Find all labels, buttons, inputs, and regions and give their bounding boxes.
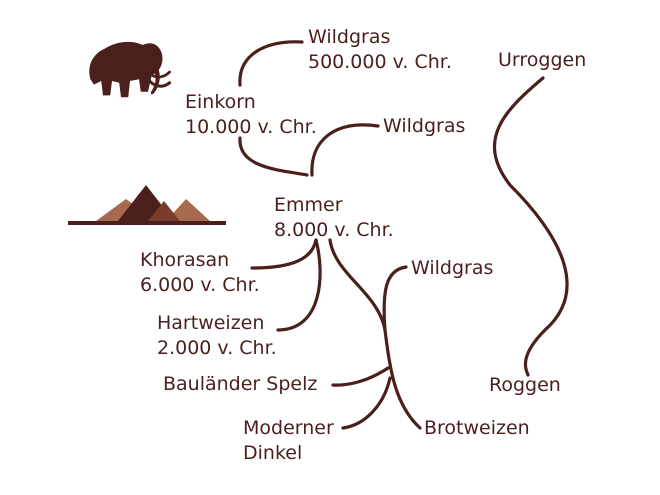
line-emmer-hartweizen: [276, 238, 322, 332]
node-hartweizen: Hartweizen 2.000 v. Chr.: [157, 312, 277, 359]
line-emmer-khorasan: [250, 238, 318, 270]
node-khorasan: Khorasan 6.000 v. Chr.: [140, 249, 260, 296]
line-wildgras-cross: [382, 265, 408, 332]
node-roggen: Roggen: [489, 374, 561, 396]
line-urroggen-roggen: [492, 76, 569, 377]
node-wildgras-mid: Wildgras: [383, 115, 466, 137]
node-wildgras-500000: Wildgras 500.000 v. Chr.: [308, 26, 452, 73]
node-emmer: Emmer 8.000 v. Chr.: [274, 194, 394, 241]
line-einkorn-emmer: [238, 136, 309, 177]
line-to-baulaender: [331, 366, 390, 387]
line-to-dinkel: [341, 376, 392, 430]
node-baulaender-spelz: Bauländer Spelz: [163, 373, 318, 395]
node-urroggen: Urroggen: [498, 49, 587, 71]
line-wildgras-einkorn: [238, 40, 304, 87]
node-wildgras-low: Wildgras: [411, 257, 494, 279]
line-wildgras-emmer: [310, 123, 380, 177]
pyramids-icon: [68, 185, 226, 225]
mammoth-icon: [89, 41, 172, 98]
node-brotweizen: Brotweizen: [424, 417, 530, 439]
node-einkorn: Einkorn 10.000 v. Chr.: [185, 91, 317, 138]
node-moderner-dinkel: Moderner Dinkel: [243, 417, 334, 464]
